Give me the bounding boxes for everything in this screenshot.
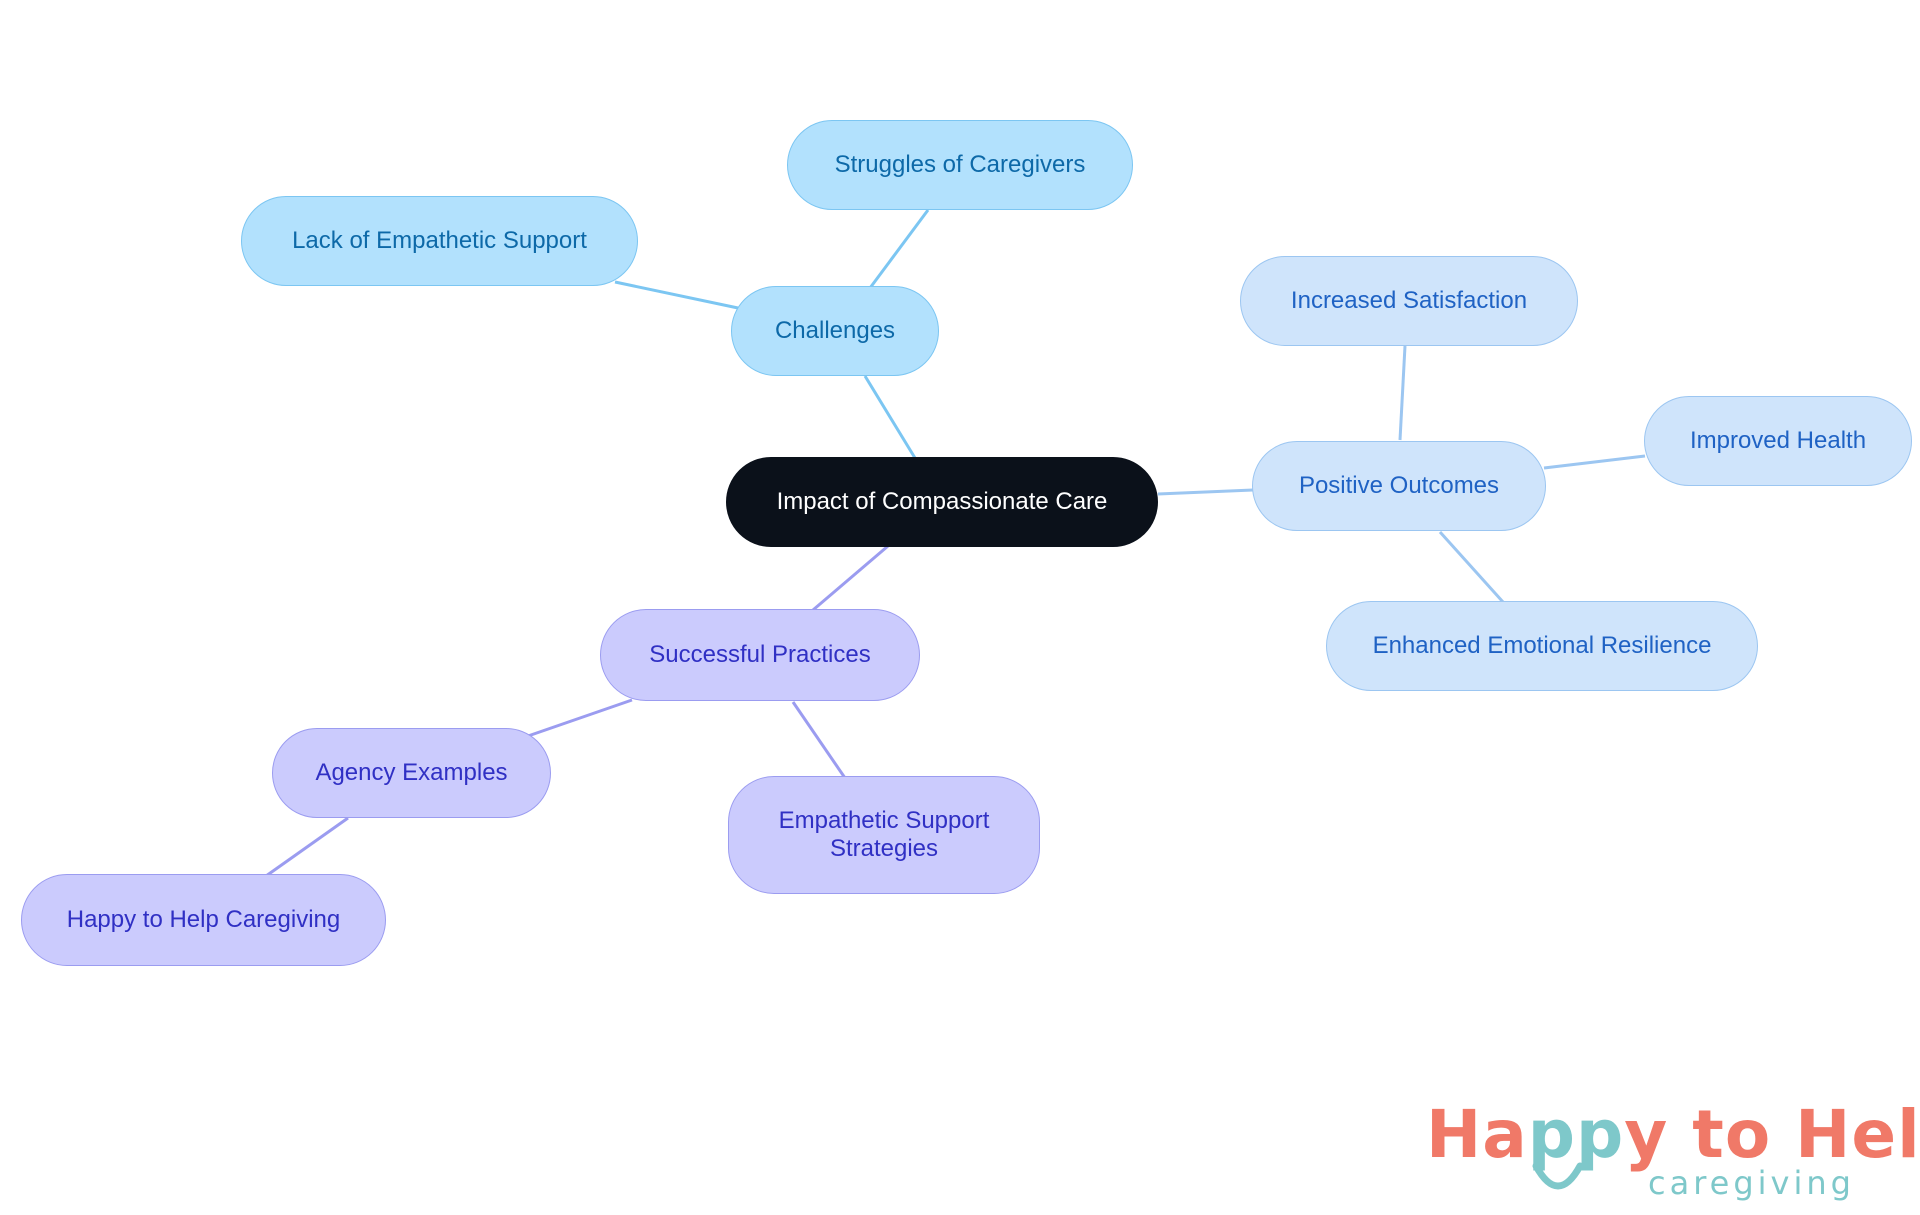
smile-icon <box>1532 1162 1584 1190</box>
node-label: Happy to Help Caregiving <box>66 906 341 933</box>
node-label: Lack of Empathetic Support <box>292 227 587 254</box>
logo-tagline: caregiving <box>1648 1164 1855 1202</box>
node-agency-examples[interactable]: Agency Examples <box>272 728 551 818</box>
node-positive-outcomes[interactable]: Positive Outcomes <box>1252 441 1546 531</box>
node-label: Struggles of Caregivers <box>834 151 1086 178</box>
logo-wordmark-part1: Ha <box>1426 1096 1528 1173</box>
edge-outcomes-satisfaction <box>1398 345 1407 441</box>
edge-root-outcomes <box>1157 488 1254 496</box>
node-increased-satisfaction[interactable]: Increased Satisfaction <box>1240 256 1578 346</box>
node-label: Challenges <box>774 317 896 344</box>
edge-outcomes-health <box>1543 454 1646 470</box>
node-challenges[interactable]: Challenges <box>731 286 939 376</box>
node-label: Empathetic Support Strategies <box>778 807 990 862</box>
logo-wordmark-part2: pp <box>1527 1096 1625 1173</box>
happy-to-help-logo: Happy to Help caregiving <box>1420 1100 1920 1210</box>
node-enhanced-emotional-resilience[interactable]: Enhanced Emotional Resilience <box>1326 601 1758 691</box>
node-label: Increased Satisfaction <box>1290 287 1528 314</box>
edge-root-practices <box>812 544 889 612</box>
node-empathetic-support-strategies[interactable]: Empathetic Support Strategies <box>728 776 1040 894</box>
node-label: Improved Health <box>1689 427 1867 454</box>
logo-wordmark-part3: y to Help <box>1624 1096 1920 1173</box>
root-node[interactable]: Impact of Compassionate Care <box>726 457 1158 547</box>
edge-practices-strategies <box>791 701 847 779</box>
node-label: Positive Outcomes <box>1298 472 1500 499</box>
logo-wordmark: Happy to Help <box>1426 1100 1920 1170</box>
node-lack-of-empathetic-support[interactable]: Lack of Empathetic Support <box>241 196 638 286</box>
edge-practices-agency <box>527 698 633 738</box>
node-label: Enhanced Emotional Resilience <box>1372 632 1712 659</box>
node-happy-to-help-caregiving[interactable]: Happy to Help Caregiving <box>21 874 386 966</box>
edge-root-challenges <box>863 375 917 459</box>
root-label: Impact of Compassionate Care <box>776 488 1108 515</box>
edge-agency-happy <box>265 816 349 878</box>
edge-outcomes-resilience <box>1438 530 1505 604</box>
node-label: Successful Practices <box>649 641 871 668</box>
edge-challenges-struggles <box>868 209 930 289</box>
node-successful-practices[interactable]: Successful Practices <box>600 609 920 701</box>
edge-challenges-lack <box>614 280 739 310</box>
node-improved-health[interactable]: Improved Health <box>1644 396 1912 486</box>
node-label: Agency Examples <box>315 759 508 786</box>
node-struggles-of-caregivers[interactable]: Struggles of Caregivers <box>787 120 1133 210</box>
